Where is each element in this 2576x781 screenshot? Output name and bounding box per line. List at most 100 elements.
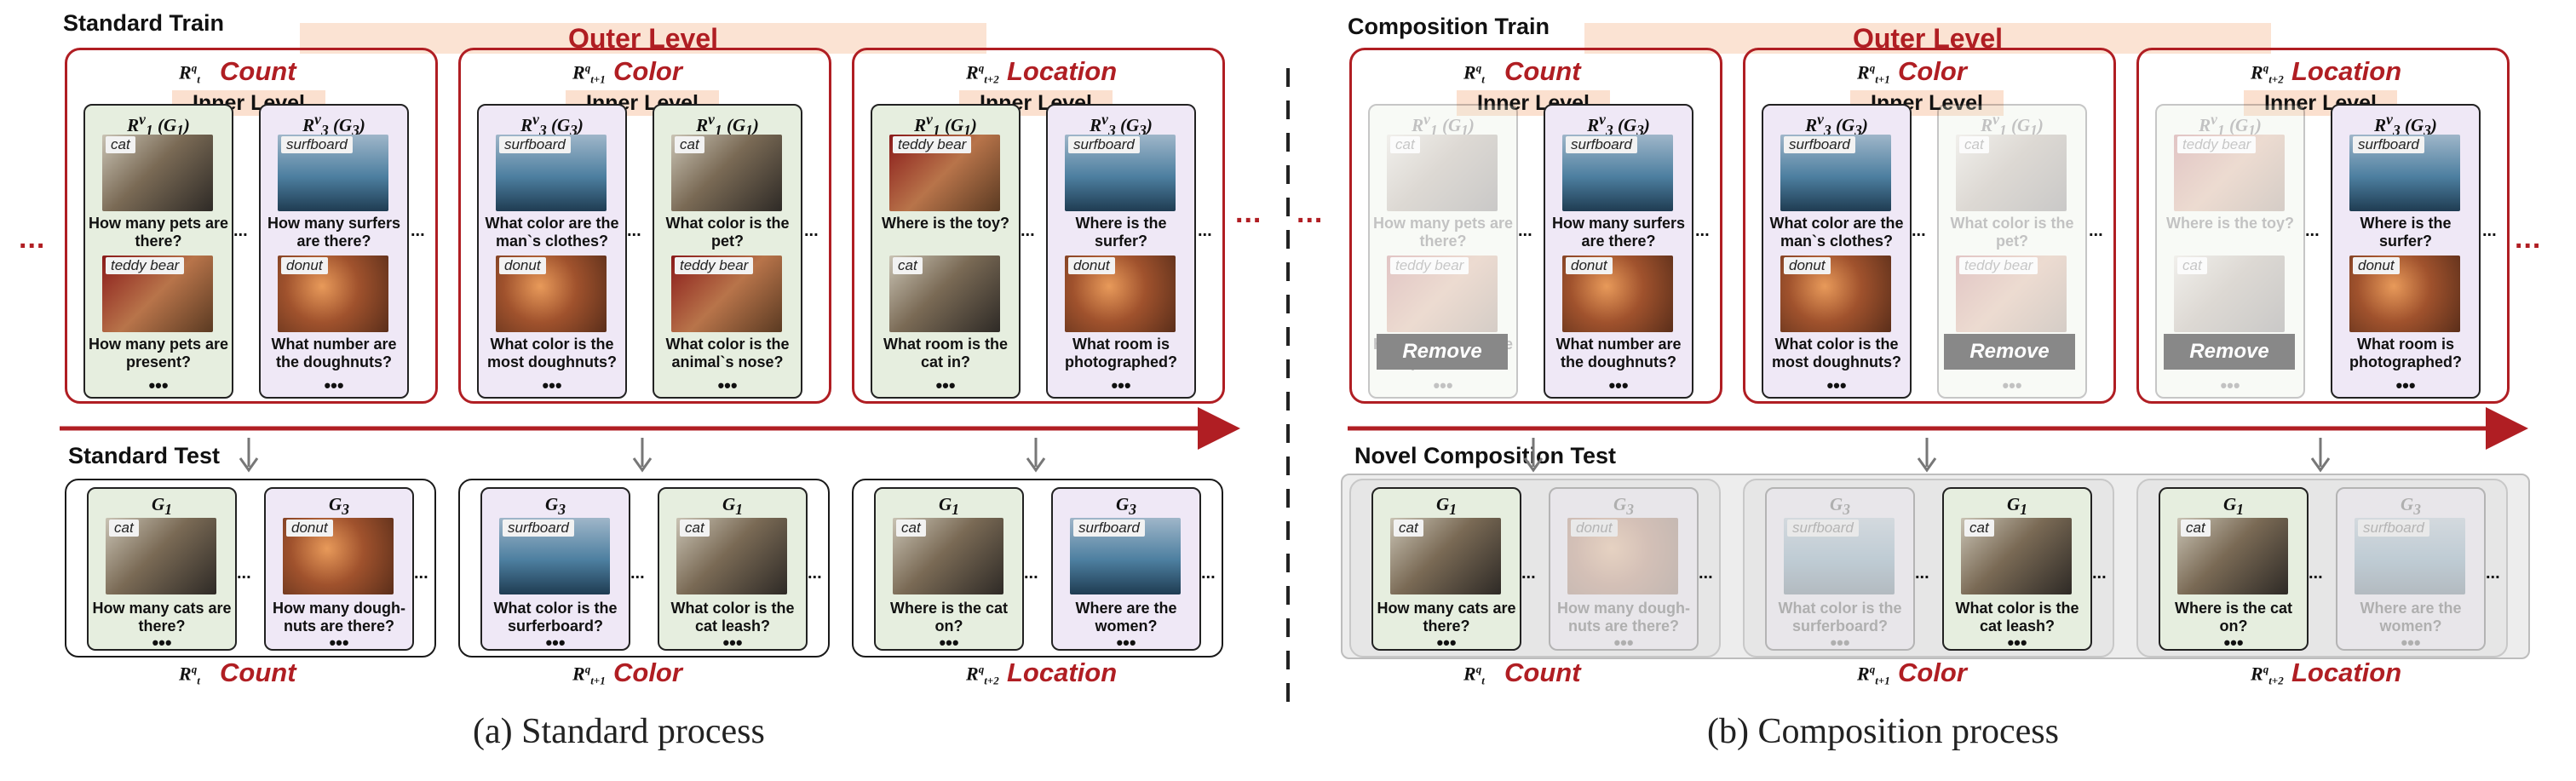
question-text: How many surfers are there? [1551,215,1686,250]
object-tag: teddy bear [675,257,754,274]
card-header: Rv1 (G1) [1412,111,1475,140]
train-group-location [852,48,1225,404]
train-group-count [1349,48,1722,404]
card-header: Rv3 (G3) [1587,111,1650,140]
task-symbol: Rqt+1 [572,61,606,86]
object-tag: cat [2181,520,2211,537]
panel-composition: Composition Train Outer Level ... ... Rq… [1288,0,2576,781]
sequence-ellipsis: ... [804,221,819,240]
task-name: Count [1504,658,1581,687]
question-text: What room is the cat in? [883,336,1008,370]
more-indicator: ••• [542,375,562,396]
card-header: Rv1 (G1) [914,111,977,140]
object-tag: surfboard [1787,520,1859,537]
sequence-ellipsis: ... [414,564,428,583]
more-indicator: ••• [722,632,743,653]
card-header: G1 [2223,494,2244,519]
card-image [1387,256,1498,332]
task-symbol: Rqt [179,61,200,86]
more-indicator: ••• [1436,632,1457,653]
sequence-ellipsis: ... [2305,221,2320,240]
task-name: Count [1504,56,1581,86]
more-indicator: ••• [1608,375,1629,396]
more-indicator: ••• [324,375,344,396]
sequence-ellipsis: ... [1518,221,1532,240]
object-tag: donut [1566,257,1613,274]
card-header: G1 [722,494,743,519]
question-text: What number are the doughnuts? [1555,336,1682,370]
object-tag: teddy bear [2177,136,2257,153]
question-text: What color is the cat leash? [1955,600,2079,635]
sequence-ellipsis: ... [1699,564,1713,583]
question-text: How many cats are there? [92,600,232,635]
remove-button[interactable]: Remove [1944,334,2075,370]
right-ellipsis: ... [2515,222,2542,255]
object-tag: cat [893,257,923,274]
caption-a: (a) Standard process [473,712,765,751]
object-tag: cat [1394,520,1423,537]
object-tag: donut [1784,257,1831,274]
task-name: Location [2291,56,2402,86]
more-indicator: ••• [717,375,738,396]
sequence-ellipsis: ... [1201,564,1216,583]
object-tag: surfboard [1068,136,1140,153]
more-indicator: ••• [152,632,172,653]
object-tag: surfboard [1784,136,1855,153]
card-header: G3 [545,494,566,519]
task-name: Color [1898,658,1967,687]
card-image [2174,256,2285,332]
more-indicator: ••• [148,375,169,396]
more-indicator: ••• [2395,375,2416,396]
card-image [1956,256,2067,332]
remove-button[interactable]: Remove [1377,334,1508,370]
question-text: What color is the animal`s nose? [665,336,790,370]
task-symbol: Rqt+1 [1857,663,1890,687]
question-text: Where is the toy? [2165,215,2295,232]
more-indicator: ••• [2223,632,2244,653]
card-header: G1 [1436,494,1457,519]
card-header: Rv1 (G1) [2199,111,2262,140]
card-header: Rv1 (G1) [696,111,759,140]
object-tag: donut [281,257,328,274]
object-tag: donut [1571,520,1618,537]
object-tag: cat [1964,520,1994,537]
question-text: What room is photographed? [1065,336,1177,370]
card-header: G1 [152,494,172,519]
card-image [2174,135,2285,211]
remove-button[interactable]: Remove [2164,334,2295,370]
question-text: Where is the toy? [881,215,1010,232]
task-name: Count [220,658,296,687]
sequence-ellipsis: ... [2309,564,2323,583]
sequence-ellipsis: ... [2486,564,2500,583]
object-tag: surfboard [499,136,571,153]
task-name: Color [613,658,682,687]
object-tag: donut [286,520,333,537]
question-text: What color is the surferboard? [493,600,618,635]
more-indicator: ••• [329,632,349,653]
object-tag: cat [1390,136,1420,153]
card-header: Rv3 (G3) [1805,111,1868,140]
more-indicator: ••• [935,375,956,396]
more-indicator: ••• [2220,375,2240,396]
standard-train-title: Standard Train [63,10,225,36]
card-image [1567,518,1678,594]
object-tag: cat [896,520,926,537]
more-indicator: ••• [1116,632,1136,653]
object-tag: teddy bear [1390,257,1469,274]
right-ellipsis: ... [1235,197,1262,229]
question-text: What color is the surferboard? [1778,600,1902,635]
